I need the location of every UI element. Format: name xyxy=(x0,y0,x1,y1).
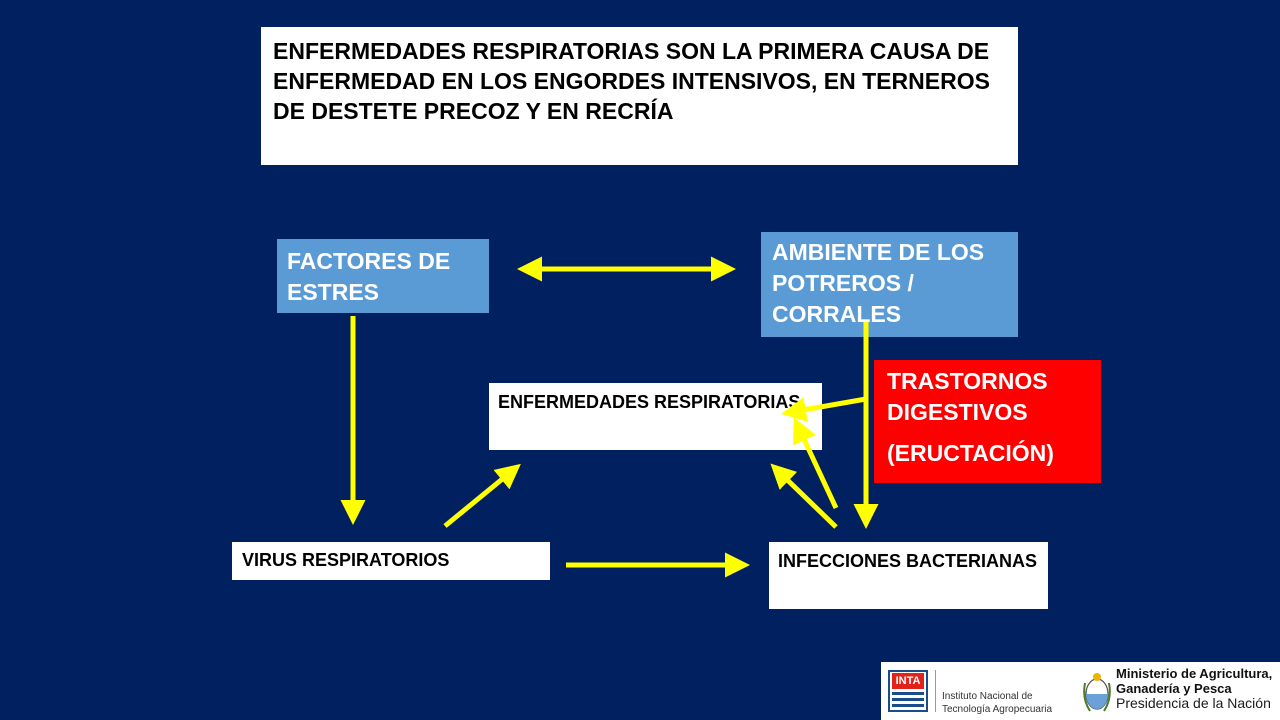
node-factores-estres: FACTORES DE ESTRES xyxy=(277,239,489,313)
node-enfermedades-respiratorias-label: ENFERMEDADES RESPIRATORIAS xyxy=(498,392,801,412)
inta-name-line2: Tecnología Agropecuaria xyxy=(942,704,1053,715)
logo-divider xyxy=(935,670,936,712)
node-infecciones-bacterianas-label: INFECCIONES BACTERIANAS xyxy=(778,551,1038,571)
inta-logo-icon: INTA xyxy=(888,670,928,712)
coat-of-arms-icon xyxy=(1083,673,1111,712)
ministry-line2: Ganadería y Pesca xyxy=(1116,681,1232,696)
node-factores-estres-label: FACTORES DE ESTRES xyxy=(287,248,451,305)
ministry-line1: Ministerio de Agricultura, xyxy=(1116,666,1273,681)
node-trastornos-digestivos-label: TRASTORNOS DIGESTIVOS xyxy=(887,368,1048,425)
arrow-trastornos-enfermedades xyxy=(781,396,867,422)
ministry-name: Ministerio de Agricultura, Ganadería y P… xyxy=(1116,666,1280,711)
node-trastornos-digestivos-sublabel: (ERUCTACIÓN) xyxy=(887,440,1054,466)
arrow-virus-enfermedades xyxy=(443,463,521,528)
node-ambiente-potreros-label: AMBIENTE DE LOS POTREROS / CORRALES xyxy=(772,239,985,327)
inta-acronym: INTA xyxy=(892,673,924,689)
inta-name: Instituto Nacional de Tecnología Agropec… xyxy=(942,690,1072,716)
node-ambiente-potreros: AMBIENTE DE LOS POTREROS / CORRALES xyxy=(761,232,1018,337)
node-infecciones-bacterianas: INFECCIONES BACTERIANAS xyxy=(769,542,1048,609)
node-trastornos-digestivos: TRASTORNOS DIGESTIVOS (ERUCTACIÓN) xyxy=(874,360,1101,483)
title-box: ENFERMEDADES RESPIRATORIAS SON LA PRIMER… xyxy=(261,27,1018,165)
footer-logos: INTA Instituto Nacional de Tecnología Ag… xyxy=(881,662,1280,720)
title-text: ENFERMEDADES RESPIRATORIAS SON LA PRIMER… xyxy=(273,38,990,124)
inta-name-line1: Instituto Nacional de xyxy=(942,691,1033,702)
arrow-infecciones-enfermedades-b xyxy=(793,417,839,510)
node-enfermedades-respiratorias: ENFERMEDADES RESPIRATORIAS xyxy=(489,383,822,450)
node-virus-respiratorios: VIRUS RESPIRATORIOS xyxy=(232,542,550,580)
node-virus-respiratorios-label: VIRUS RESPIRATORIOS xyxy=(242,550,450,570)
arrow-infecciones-enfermedades-a xyxy=(770,463,838,529)
ministry-line3: Presidencia de la Nación xyxy=(1116,695,1271,711)
